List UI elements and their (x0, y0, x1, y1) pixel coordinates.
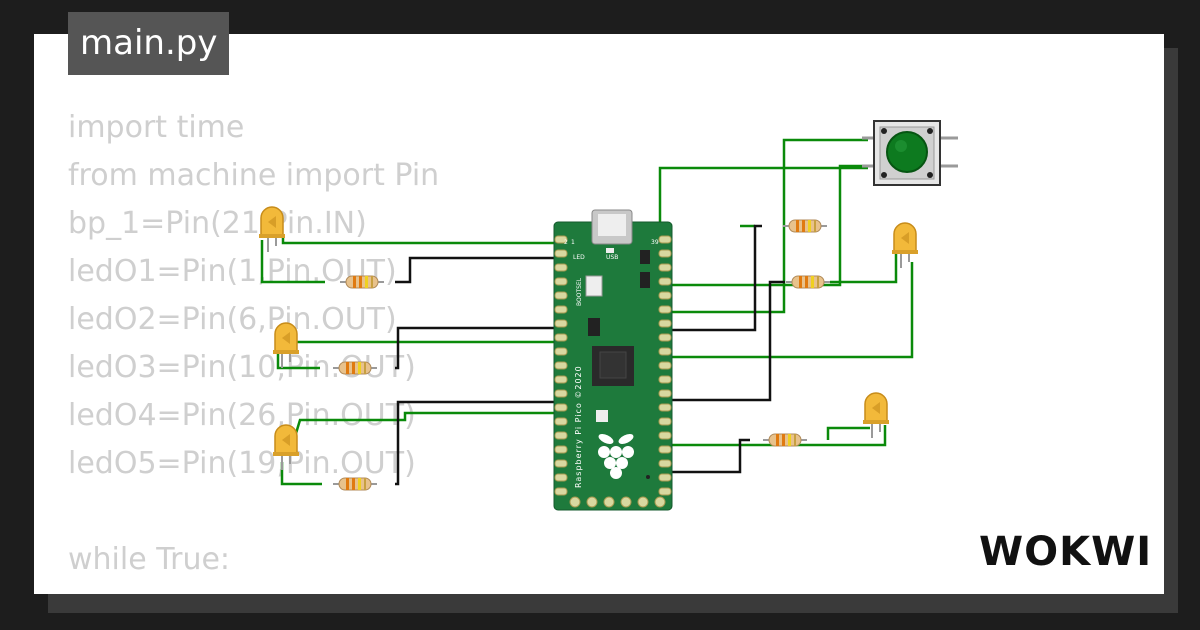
led-label: LED (573, 254, 585, 261)
code-line: import time (68, 110, 245, 145)
pin-39-label: 39 (651, 239, 659, 246)
code-line: bp_1=Pin(21,Pin.IN) (68, 206, 367, 241)
pin-2-label: 2 (564, 239, 568, 246)
black-wires (395, 224, 785, 486)
code-line: ledO5=Pin(19,Pin.OUT) (68, 446, 416, 481)
led (272, 424, 300, 471)
pin-1-label: 1 (571, 239, 575, 246)
code-listing: import time from machine import Pin bp_1… (68, 104, 439, 584)
push-button[interactable] (862, 120, 958, 186)
bootsel-label: BOOTSEL (576, 277, 583, 306)
wokwi-logo: WOKWI (979, 529, 1152, 575)
resistor (332, 477, 378, 491)
code-line: ledO2=Pin(6,Pin.OUT) (68, 302, 397, 337)
code-line: from machine import Pin (68, 158, 440, 193)
code-line: ledO1=Pin(1,Pin.OUT) (68, 254, 397, 289)
code-line: while True: (68, 542, 231, 577)
raspberry-logo-icon (598, 434, 634, 479)
resistor (339, 275, 385, 289)
code-line: ledO4=Pin(26,Pin.OUT) (68, 398, 416, 433)
usb-label: USB (606, 254, 618, 261)
board-name-label: Raspberry Pi Pico ©2020 (574, 365, 583, 488)
file-tab-main-py[interactable]: main.py (68, 12, 230, 75)
raspberry-pi-pico-board: 1 2 39 LED USB BOOTSEL Raspberry Pi Pico… (553, 209, 673, 511)
resistor (782, 219, 828, 233)
resistor (332, 361, 378, 375)
wokwi-logo-text: WOKWI (979, 529, 1152, 575)
